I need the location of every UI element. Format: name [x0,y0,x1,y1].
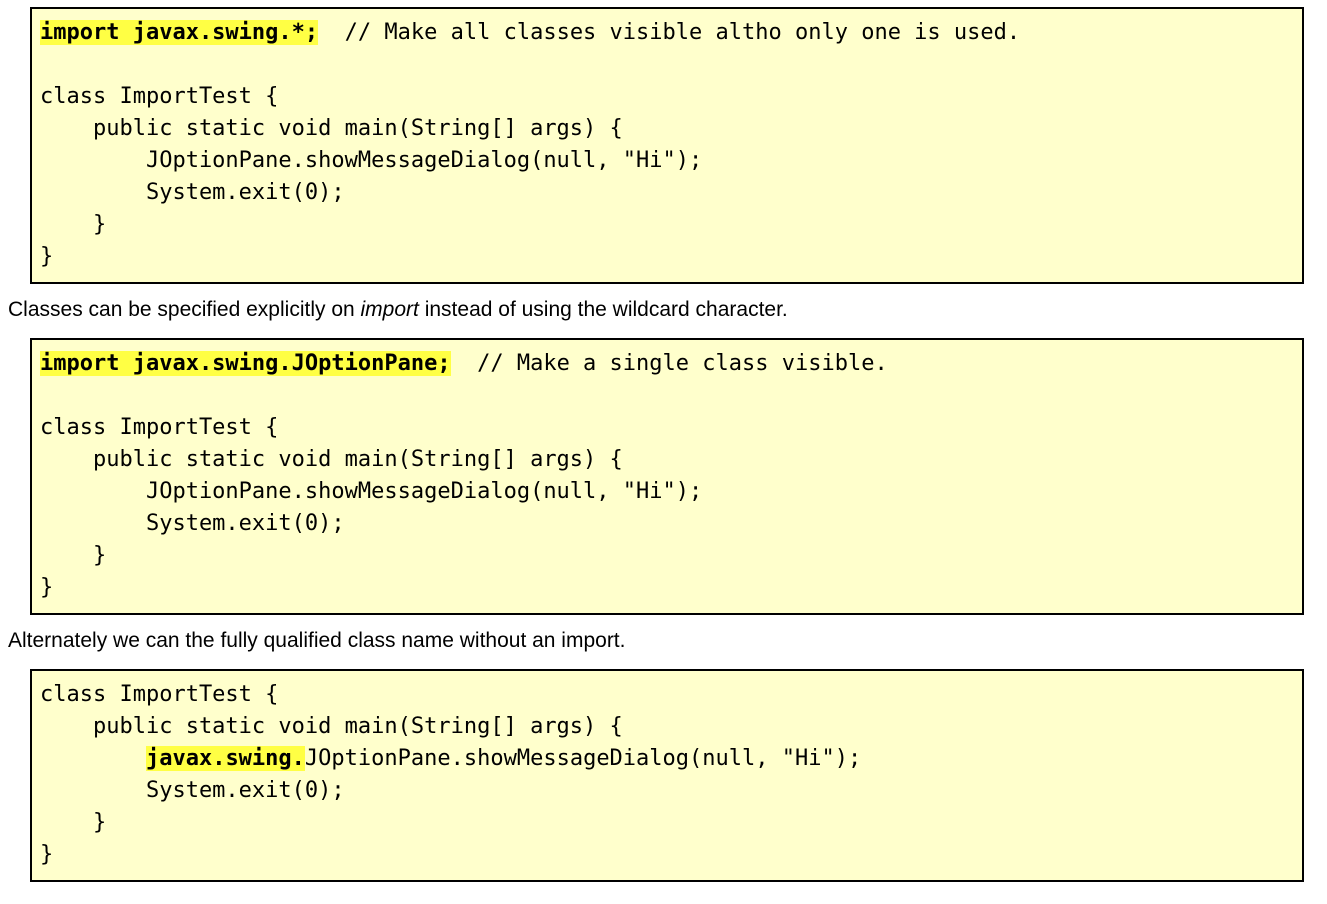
paragraph-text: Classes can be specified explicitly on [8,298,361,321]
code-line: class ImportTest { [40,415,279,440]
code-line: System.exit(0); [40,511,345,536]
code-indent [40,746,146,771]
code-block-wildcard-import: import javax.swing.*; // Make all classe… [30,7,1304,284]
highlighted-import: import javax.swing.JOptionPane; [40,351,451,376]
paragraph-text: instead of using the wildcard character. [418,298,788,321]
explanation-paragraph-qualified: Alternately we can the fully qualified c… [8,629,626,652]
code-line: } [40,212,107,237]
code-block-fully-qualified: class ImportTest { public static void ma… [30,669,1304,882]
code-line: class ImportTest { [40,682,279,707]
code-line: import javax.swing.JOptionPane; // Make … [40,348,888,380]
code-line: JOptionPane.showMessageDialog(null, "Hi"… [40,148,703,173]
code-comment: // Make all classes visible altho only o… [318,20,1021,45]
code-line: } [40,543,107,568]
highlighted-import: import javax.swing.*; [40,20,319,45]
code-line: } [40,244,54,269]
code-block-single-import: import javax.swing.JOptionPane; // Make … [30,338,1304,615]
code-line: public static void main(String[] args) { [40,116,623,141]
code-line: class ImportTest { [40,84,279,109]
code-line: javax.swing.JOptionPane.showMessageDialo… [40,743,861,775]
explanation-paragraph-explicit: Classes can be specified explicitly on i… [8,298,788,322]
code-text: JOptionPane.showMessageDialog(null, "Hi"… [304,746,862,771]
code-line: System.exit(0); [40,778,345,803]
code-comment: // Make a single class visible. [450,351,888,376]
code-line: } [40,810,107,835]
code-line: JOptionPane.showMessageDialog(null, "Hi"… [40,479,703,504]
code-line: public static void main(String[] args) { [40,714,623,739]
code-line: public static void main(String[] args) { [40,447,623,472]
paragraph-emphasis: import [360,298,419,321]
code-line: } [40,575,54,600]
code-line: import javax.swing.*; // Make all classe… [40,17,1020,49]
code-line: } [40,842,54,867]
code-line: System.exit(0); [40,180,345,205]
highlighted-package: javax.swing. [145,746,305,771]
